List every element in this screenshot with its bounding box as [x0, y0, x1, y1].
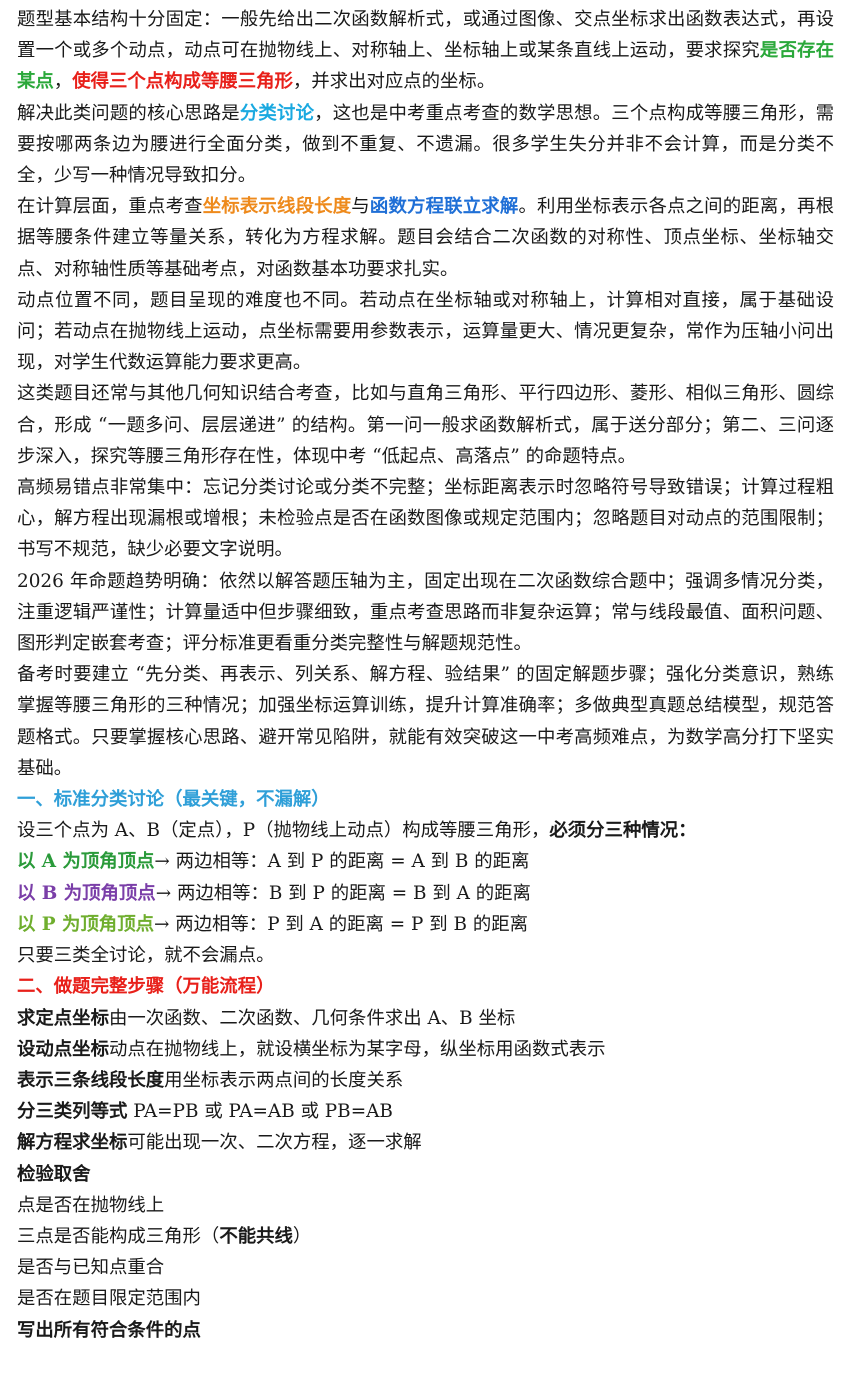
check-title: 检验取舍: [17, 1163, 91, 1185]
classification-intro: 设三个点为 A、B（定点），P（抛物线上动点）构成等腰三角形，必须分三种情况：: [17, 815, 834, 846]
case-p: 以 P 为顶角顶点→ 两边相等：P 到 A 的距离 = P 到 B 的距离: [17, 909, 834, 940]
step-item: 解方程求坐标可能出现一次、二次方程，逐一求解: [17, 1127, 834, 1158]
step-label: 设动点坐标: [17, 1038, 109, 1060]
highlight-equation-solve: 函数方程联立求解: [369, 196, 519, 218]
text-run: 与: [351, 196, 370, 218]
paragraph-preparation: 备考时要建立 “先分类、再表示、列关系、解方程、验结果” 的固定解题步骤；强化分…: [17, 664, 834, 779]
step-label: 分三类列等式: [17, 1101, 128, 1123]
step-text: 动点在抛物线上，就设横坐标为某字母，纵坐标用函数式表示: [108, 1038, 606, 1060]
step-text: 可能出现一次、二次方程，逐一求解: [127, 1132, 422, 1154]
highlight-isosceles: 使得三个点构成等腰三角形: [72, 71, 293, 93]
step-item: 表示三条线段长度用坐标表示两点间的长度关系: [17, 1065, 834, 1096]
document-page: 题型基本结构十分固定：一般先给出二次函数解析式，或通过图像、交点坐标求出函数表达…: [17, 4, 834, 1341]
highlight-exists-point: 是否存在某点: [17, 40, 834, 93]
paragraph-calculation: 在计算层面，重点考查坐标表示线段长度与函数方程联立求解。利用坐标表示各点之间的距…: [17, 191, 834, 285]
bold-three-cases: 必须分三种情况：: [549, 820, 697, 842]
step-text: 用坐标表示两点间的长度关系: [164, 1069, 404, 1091]
paragraph-trend: 2026 年命题趋势明确：依然以解答题压轴为主，固定出现在二次函数综合题中；强调…: [17, 570, 834, 655]
paragraph-difficulty: 动点位置不同，题目呈现的难度也不同。若动点在坐标轴或对称轴上，计算相对直接，属于…: [17, 289, 834, 374]
step-text: 由一次函数、二次函数、几何条件求出 A、B 坐标: [108, 1007, 516, 1029]
paragraph-structure: 题型基本结构十分固定：一般先给出二次函数解析式，或通过图像、交点坐标求出函数表达…: [17, 4, 834, 98]
case-text: → 两边相等：B 到 P 的距离 = B 到 A 的距离: [155, 882, 531, 904]
step-item: 求定点坐标由一次函数、二次函数、几何条件求出 A、B 坐标: [17, 1003, 834, 1034]
check-item: 三点是否能构成三角形（不能共线）: [17, 1221, 834, 1252]
text-run: 解决此类问题的核心思路是: [17, 102, 240, 124]
highlight-classification: 分类讨论: [239, 102, 315, 124]
text-run: 三点是否能构成三角形（: [17, 1225, 220, 1247]
text-run: ）: [292, 1225, 312, 1247]
text-run: 题型基本结构十分固定：一般先给出二次函数解析式，或通过图像、交点坐标求出函数表达…: [17, 9, 834, 62]
classification-outro: 只要三类全讨论，就不会漏点。: [17, 945, 275, 967]
text-run: ，这也是中考重点考查的数学思想。三个点构成等腰三角形，需要按哪两条边为腰进行全面…: [17, 102, 834, 187]
section-heading-classification: 一、标准分类讨论（最关键，不漏解）: [17, 789, 330, 811]
case-label: 以 P 为顶角顶点: [17, 913, 154, 935]
section-heading-steps: 二、做题完整步骤（万能流程）: [17, 976, 275, 998]
paragraph-combination: 这类题目还常与其他几何知识结合考查，比如与直角三角形、平行四边形、菱形、相似三角…: [17, 383, 834, 467]
text-run: 。利用坐标表示各点之间的距离，再根据等腰条件建立等量关系，转化为方程求解。题目会…: [17, 196, 834, 280]
step-label: 解方程求坐标: [17, 1132, 128, 1154]
text-run: 在计算层面，重点考查: [17, 196, 203, 218]
case-a: 以 A 为顶角顶点→ 两边相等：A 到 P 的距离 = A 到 B 的距离: [17, 846, 834, 877]
highlight-segment-length: 坐标表示线段长度: [202, 196, 352, 218]
check-item: 点是否在抛物线上: [17, 1194, 165, 1216]
text-run: 设三个点为 A、B（定点），P（抛物线上动点）构成等腰三角形，: [17, 820, 550, 842]
case-label: 以 B 为顶角顶点: [17, 882, 156, 904]
case-b: 以 B 为顶角顶点→ 两边相等：B 到 P 的距离 = B 到 A 的距离: [17, 878, 834, 909]
case-text: → 两边相等：A 到 P 的距离 = A 到 B 的距离: [154, 851, 530, 873]
check-item: 是否在题目限定范围内: [17, 1288, 201, 1310]
paragraph-core-idea: 解决此类问题的核心思路是分类讨论，这也是中考重点考查的数学思想。三个点构成等腰三…: [17, 98, 834, 192]
final-step: 写出所有符合条件的点: [17, 1319, 201, 1341]
step-label: 表示三条线段长度: [17, 1069, 165, 1091]
step-label: 求定点坐标: [17, 1007, 109, 1029]
text-run: ，并求出对应点的坐标。: [292, 71, 496, 93]
step-item: 分三类列等式 PA=PB 或 PA=AB 或 PB=AB: [17, 1096, 834, 1127]
paragraph-errors: 高频易错点非常集中：忘记分类讨论或分类不完整；坐标距离表示时忽略符号导致错误；计…: [17, 477, 834, 561]
case-text: → 两边相等：P 到 A 的距离 = P 到 B 的距离: [153, 913, 529, 935]
bold-not-collinear: 不能共线: [219, 1225, 293, 1247]
case-label: 以 A 为顶角顶点: [17, 851, 155, 873]
text-run: ，: [53, 71, 73, 93]
check-item: 是否与已知点重合: [17, 1257, 165, 1279]
step-item: 设动点坐标动点在抛物线上，就设横坐标为某字母，纵坐标用函数式表示: [17, 1034, 834, 1065]
step-text: PA=PB 或 PA=AB 或 PB=AB: [127, 1101, 393, 1123]
